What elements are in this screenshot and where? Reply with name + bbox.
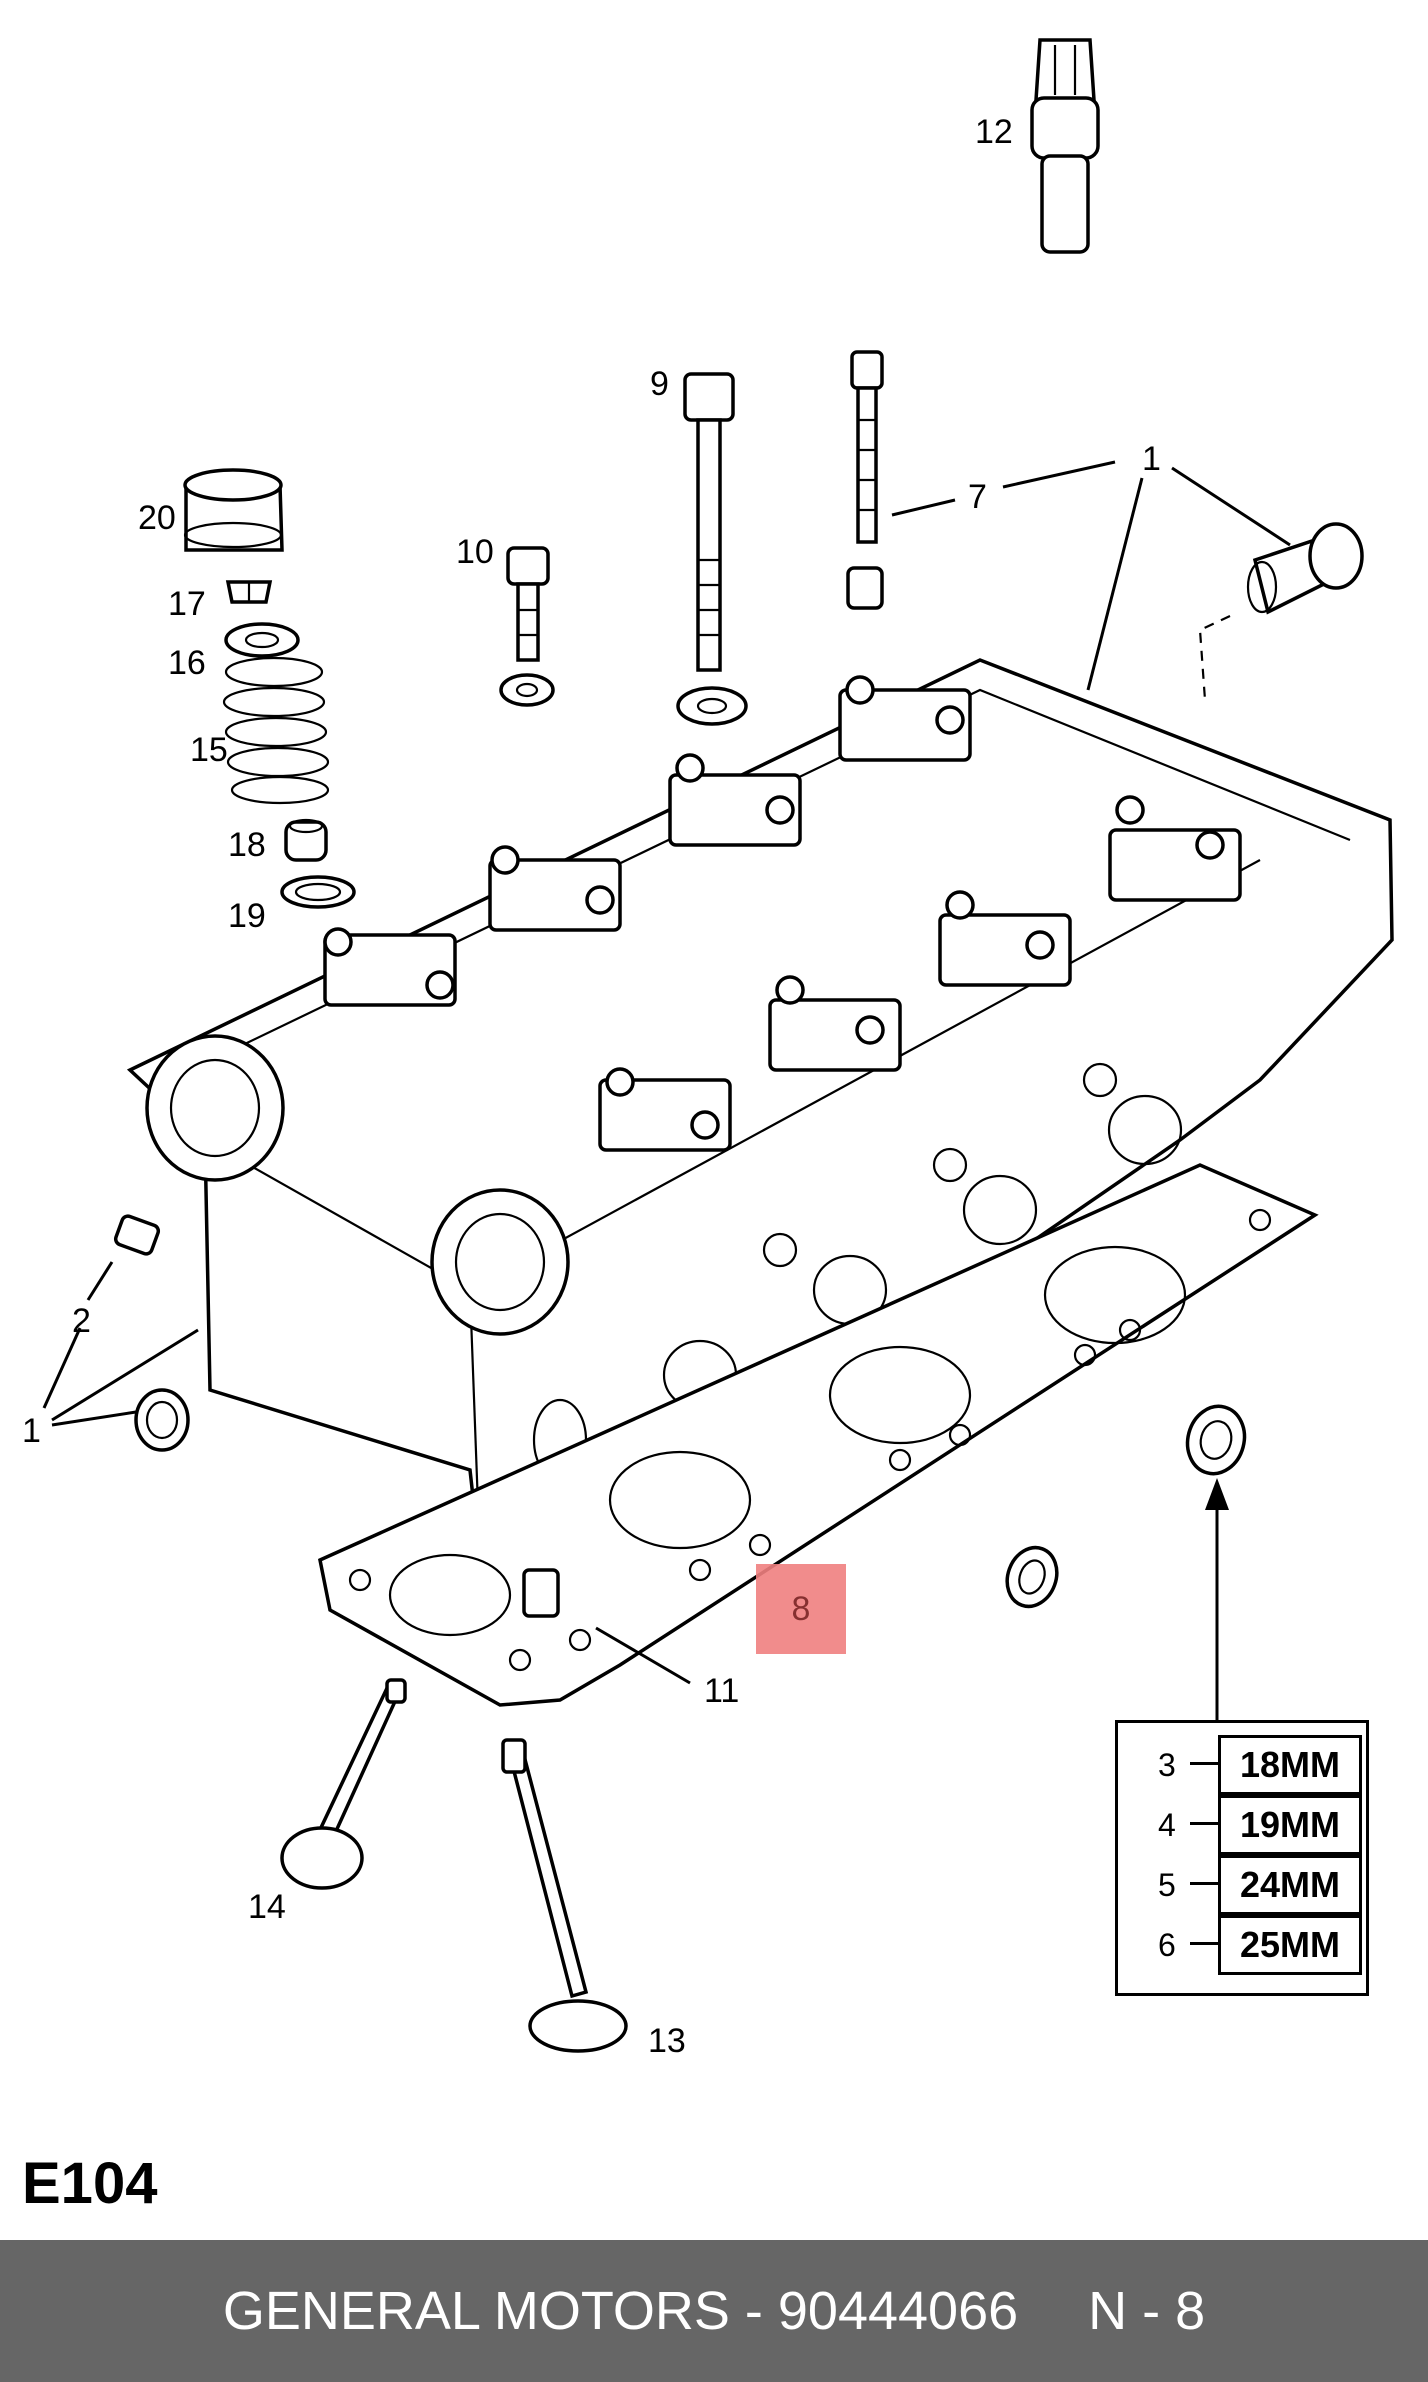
part-1-plug-top-drawing [1246, 522, 1364, 615]
part-19-drawing [280, 875, 356, 909]
footer-bar: GENERAL MOTORS - 90444066 N - 8 [0, 2240, 1428, 2382]
callout-19: 19 [228, 897, 266, 935]
size-row: 4 19MM [1118, 1795, 1366, 1855]
size-row: 6 25MM [1118, 1915, 1366, 1975]
size-value: 18MM [1218, 1735, 1362, 1795]
part-11-drawing [318, 1163, 1319, 1707]
plug-drawings [1005, 1404, 1247, 1609]
part-10-drawing [499, 546, 555, 707]
part-18-drawing [284, 818, 328, 862]
size-tick [1190, 1762, 1218, 1765]
callout-12: 12 [975, 113, 1013, 151]
callout-1-top: 1 [1142, 440, 1161, 478]
callout-17: 17 [168, 585, 206, 623]
size-row: 5 24MM [1118, 1855, 1366, 1915]
size-index: 5 [1158, 1867, 1176, 1903]
callout-10: 10 [456, 533, 494, 571]
size-tick [1190, 1882, 1218, 1885]
size-tick [1190, 1942, 1218, 1945]
hotspot-part-8[interactable]: 8 [756, 1564, 846, 1654]
size-tick [1190, 1822, 1218, 1825]
callout-13: 13 [648, 2022, 686, 2060]
part-15-drawing [222, 656, 330, 805]
callout-1-left: 1 [22, 1412, 41, 1450]
part-20-drawing [183, 468, 284, 552]
cylinder-head-exploded-diagram: 12 9 7 1 10 [22, 38, 1394, 2060]
callout-2: 2 [72, 1302, 91, 1340]
callout-18: 18 [228, 826, 266, 864]
cylinder-head-drawing [126, 658, 1394, 1582]
part-14-drawing [280, 1678, 407, 1890]
size-row: 3 18MM [1118, 1735, 1366, 1795]
size-value: 25MM [1218, 1915, 1362, 1975]
page-code: E104 [22, 2151, 158, 2216]
part-16-drawing [224, 622, 300, 658]
size-index: 4 [1158, 1807, 1176, 1843]
callout-9: 9 [650, 365, 669, 403]
callout-15: 15 [190, 731, 228, 769]
footer-part-text: GENERAL MOTORS - 90444066 [222, 2281, 1019, 2341]
size-index: 6 [1158, 1927, 1176, 1963]
callout-7: 7 [968, 478, 987, 516]
part-2-drawing [113, 1214, 161, 1256]
callout-20: 20 [138, 499, 176, 537]
part-12-drawing [1030, 38, 1100, 254]
size-value: 19MM [1218, 1795, 1362, 1855]
callout-16: 16 [168, 644, 206, 682]
part-17-drawing [225, 580, 273, 604]
footer-page-indicator: N - 8 [1088, 2281, 1206, 2341]
hotspot-part-8-label: 8 [791, 1589, 811, 1628]
callout-14: 14 [248, 1888, 286, 1926]
size-table: 3 18MM 4 19MM 5 24MM 6 25MM [1115, 1720, 1369, 1996]
size-value: 24MM [1218, 1855, 1362, 1915]
part-13-drawing [501, 1738, 628, 2053]
callout-11: 11 [704, 1672, 739, 1710]
part-1-plug-left-drawing [134, 1388, 190, 1452]
part-9-drawing [676, 372, 748, 726]
part-7-drawing [846, 350, 884, 610]
size-index: 3 [1158, 1747, 1176, 1783]
